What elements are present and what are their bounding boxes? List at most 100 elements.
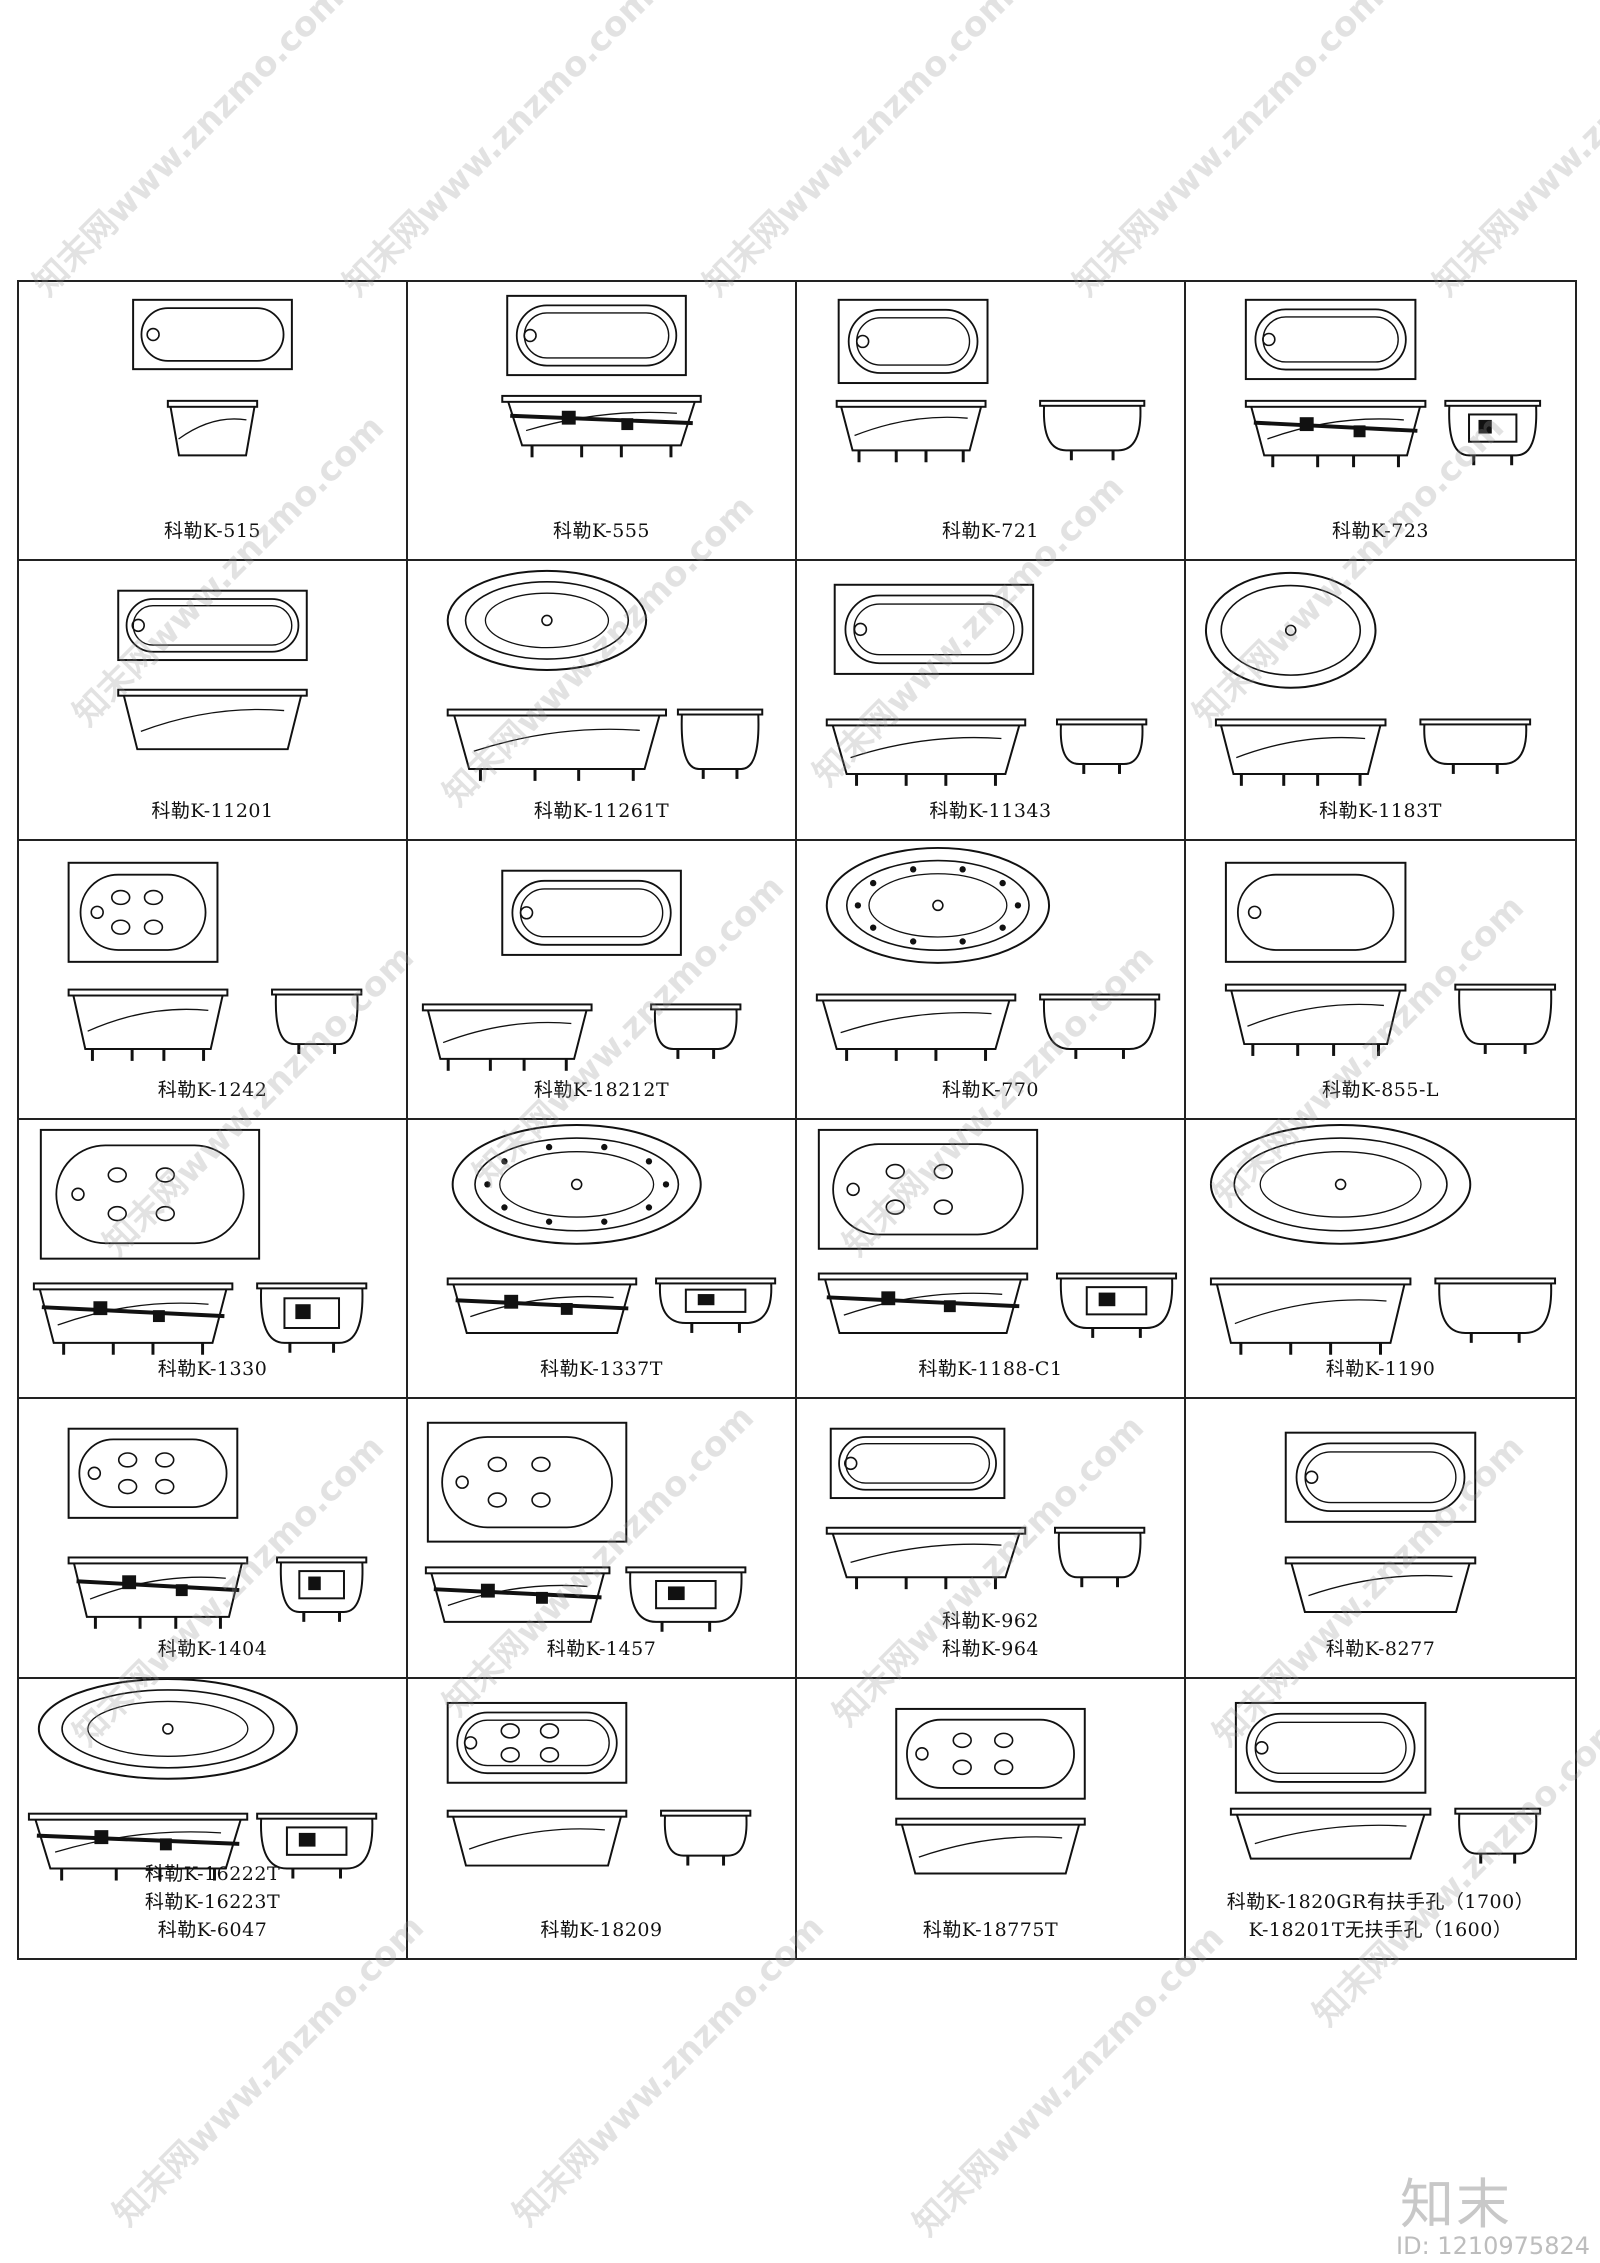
model-label: 科勒K-1404 (19, 1635, 406, 1663)
model-label: 科勒K-1457 (408, 1635, 795, 1663)
tub-side-view (1224, 983, 1407, 1056)
watermark-text: 知末网www.znzmo.com (25, 0, 352, 304)
model-label-line: 科勒K-11261T (533, 799, 670, 822)
model-label-line: 科勒K-1190 (1325, 1358, 1436, 1381)
tub-plan-view (132, 298, 293, 371)
bathtub-drawing (1284, 1432, 1477, 1614)
brand-logo: 知末 (1400, 2160, 1512, 2239)
model-label: 科勒K-11343 (797, 797, 1184, 825)
model-label-line: 科勒K-1457 (546, 1637, 657, 1660)
tub-plan-view (117, 590, 308, 662)
tub-side-view (1229, 1807, 1432, 1860)
bathtub-drawing (1209, 1123, 1557, 1355)
bathtub-drawing (815, 846, 1161, 1061)
bathtub-cell: 科勒K-723 (1186, 282, 1575, 562)
bathtub-drawing (446, 1123, 777, 1334)
tub-end-view (660, 1809, 752, 1866)
tub-end-view (655, 1277, 777, 1333)
bathtub-cell: 科勒K-855-L (1186, 841, 1575, 1120)
bathtub-cell: 科勒K-11261T (408, 561, 797, 841)
model-label: 科勒K-723 (1186, 517, 1575, 545)
model-label: 科勒K-8277 (1186, 1635, 1575, 1663)
model-label-line: 科勒K-1242 (157, 1079, 268, 1101)
tub-plan-view (501, 869, 682, 956)
model-label: 科勒K-721 (797, 517, 1184, 545)
tub-plan-view (833, 584, 1035, 676)
model-label-line: 科勒K-11343 (929, 799, 1052, 822)
bathtub-drawing (825, 1428, 1146, 1590)
model-label-line: 科勒K-770 (942, 1079, 1039, 1101)
tub-side-view (1244, 399, 1427, 468)
tub-side-view (446, 1809, 628, 1867)
bathtub-drawing (446, 1701, 752, 1867)
tub-end-view (650, 1003, 742, 1059)
tub-side-view (1284, 1556, 1477, 1614)
bathtub-cell: 科勒K-1404 (19, 1399, 408, 1679)
bathtub-drawing (1224, 861, 1557, 1056)
bathtub-drawing (895, 1707, 1086, 1875)
tub-side-view (67, 988, 229, 1061)
tub-side-view (817, 1272, 1029, 1334)
tub-side-view (815, 993, 1017, 1061)
model-label-line: K-18201T无扶手孔（1600） (1248, 1919, 1513, 1941)
bathtub-cell: 科勒K-721 (797, 282, 1186, 562)
model-label: 科勒K-515 (19, 517, 406, 545)
model-label-line: 科勒K-1330 (157, 1358, 268, 1381)
tub-plan-view (1284, 1432, 1477, 1524)
model-label: 科勒K-18209 (408, 1916, 795, 1944)
watermark-text: 知末网www.znzmo.com (335, 0, 662, 304)
tub-plan-view (1209, 1123, 1472, 1245)
brand-logo-text: 知末 (1400, 2173, 1512, 2236)
model-label-line: 科勒K-555 (553, 520, 650, 543)
bathtub-drawing (132, 298, 293, 457)
tub-end-view (1454, 1807, 1542, 1864)
bathtub-drawing (424, 1422, 747, 1633)
model-label-line: 科勒K-855-L (1321, 1079, 1440, 1101)
tub-plan-view (446, 1701, 628, 1784)
tub-plan-view (451, 1123, 702, 1245)
bathtub-cell: 科勒K-11201 (19, 561, 408, 841)
model-label: 科勒K-18212T (408, 1076, 795, 1104)
tub-plan-view (837, 298, 989, 385)
bathtub-cell: 科勒K-8277 (1186, 1399, 1575, 1679)
bathtub-cell: 科勒K-18775T (797, 1678, 1186, 1958)
tub-side-view (27, 1812, 249, 1881)
bathtub-cell: 科勒K-1190 (1186, 1120, 1575, 1400)
model-label-line: 科勒K-16222T (144, 1863, 281, 1885)
tub-side-view (825, 718, 1027, 787)
bathtub-drawing (421, 869, 742, 1071)
tub-side-view (501, 394, 702, 458)
tub-plan-view (1204, 572, 1377, 690)
tub-end-view (1039, 993, 1161, 1059)
watermark-text: 知末网www.znzmo.com (1065, 0, 1392, 304)
tub-plan-view (1224, 861, 1407, 963)
model-label-line: 科勒K-16223T (144, 1891, 281, 1913)
model-label: 科勒K-18775T (797, 1916, 1184, 1944)
model-label: 科勒K-555 (408, 517, 795, 545)
tub-end-view (256, 1812, 378, 1879)
model-label-line: 科勒K-1188-C1 (918, 1358, 1063, 1381)
tub-end-view (625, 1566, 747, 1633)
model-label: 科勒K-1190 (1186, 1355, 1575, 1383)
model-label: 科勒K-1183T (1186, 797, 1575, 825)
tub-end-view (1454, 983, 1557, 1054)
model-label-line: 科勒K-962 (942, 1609, 1039, 1632)
bathtub-drawing (1244, 298, 1542, 468)
tub-end-view (1419, 718, 1532, 775)
tub-side-view (825, 1527, 1027, 1590)
bathtub-cell: 科勒K-18209 (408, 1678, 797, 1958)
tub-side-view (117, 689, 308, 751)
bathtub-cell: 科勒K-770 (797, 840, 1186, 1120)
bathtub-cell: 科勒K-11343 (797, 561, 1186, 841)
bathtub-drawing (1204, 572, 1532, 787)
model-label-line: 科勒K-18212T (533, 1079, 670, 1101)
bathtub-drawing (67, 1428, 368, 1630)
tub-end-view (1055, 1272, 1178, 1338)
tub-side-view (166, 399, 259, 457)
watermark-text: 知末网www.znzmo.com (1425, 0, 1600, 304)
bathtub-cell: 科勒K-515 (19, 282, 408, 562)
tub-side-view (446, 1277, 638, 1334)
tub-end-view (1444, 399, 1542, 466)
